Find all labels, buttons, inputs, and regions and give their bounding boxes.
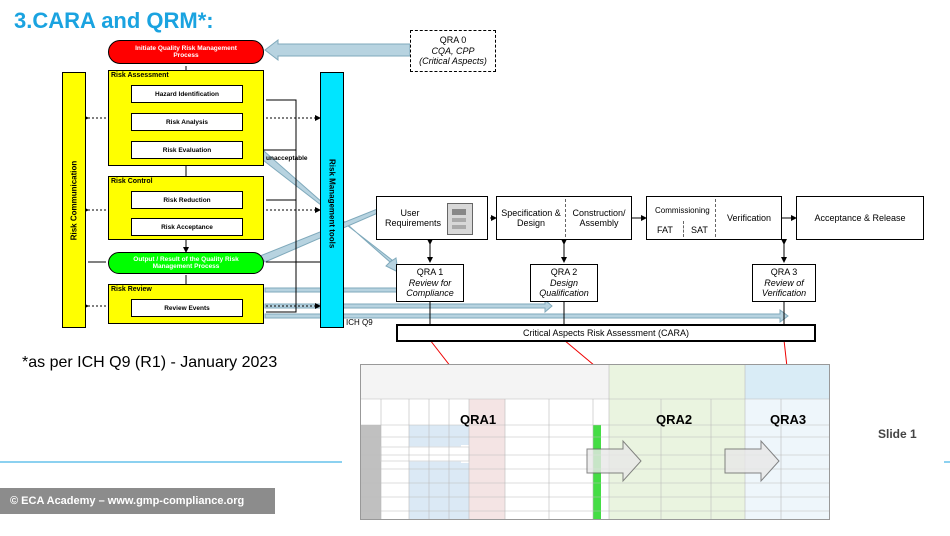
- risk-acceptance-box: Risk Acceptance: [131, 218, 243, 236]
- hazard-identification-box: Hazard Identification: [131, 85, 243, 103]
- risk-communication-label: Risk Communication: [69, 160, 79, 240]
- footer-bar: © ECA Academy – www.gmp-compliance.org: [0, 488, 275, 514]
- comm-divider: [715, 199, 716, 237]
- footer-text: © ECA Academy – www.gmp-compliance.org: [10, 495, 245, 507]
- sat-label: SAT: [691, 225, 708, 235]
- qra1-sub: Review for Compliance: [406, 277, 454, 299]
- qra0-box: QRA 0 CQA, CPP (Critical Aspects): [410, 30, 496, 72]
- risk-reduction-box: Risk Reduction: [131, 191, 243, 209]
- commissioning-label: Commissioning: [655, 206, 710, 215]
- server-icon: [447, 203, 473, 235]
- risk-assessment-header: Risk Assessment: [111, 72, 169, 79]
- spec-divider: [565, 199, 566, 237]
- initiate-label: Initiate Quality Risk Management Process: [135, 45, 237, 59]
- risk-control-header: Risk Control: [111, 178, 153, 185]
- cara-spreadsheet-thumbnail: [360, 364, 830, 520]
- acceptance-release-box: Acceptance & Release: [796, 196, 924, 240]
- output-result-label: Output / Result of the Quality Risk Mana…: [133, 256, 239, 270]
- verification-label: Verification: [726, 212, 772, 223]
- spreadsheet-qra3-label: QRA3: [770, 412, 807, 427]
- footnote: *as per ICH Q9 (R1) - January 2023: [22, 354, 278, 371]
- risk-management-tools-bar: Risk Management tools: [320, 72, 344, 328]
- user-requirements-box: User Requirements: [376, 196, 488, 240]
- risk-evaluation-box: Risk Evaluation: [131, 141, 243, 159]
- risk-assessment-group: Risk Assessment Hazard Identification Ri…: [108, 70, 264, 166]
- qra2-box: QRA 2 Design Qualification: [530, 264, 598, 302]
- qra2-sub: Design Qualification: [539, 277, 589, 299]
- risk-communication-bar: Risk Communication: [62, 72, 86, 328]
- spec-construction-box: Specification & Design Construction/ Ass…: [496, 196, 632, 240]
- qra0-line2: (Critical Aspects): [419, 56, 487, 67]
- fat-label: FAT: [657, 225, 673, 235]
- slide-title: 3.CARA and QRM*:: [14, 8, 214, 33]
- risk-review-group: Risk Review Review Events: [108, 284, 264, 324]
- fat-sat-divider: [683, 221, 684, 237]
- initiate-qrm-box: Initiate Quality Risk Management Process: [108, 40, 264, 64]
- user-requirements-label: User Requirements: [385, 207, 442, 228]
- qra1-title: QRA 1: [416, 267, 444, 278]
- qra1-box: QRA 1 Review for Compliance: [396, 264, 464, 302]
- risk-review-header: Risk Review: [111, 286, 152, 293]
- qra2-title: QRA 2: [550, 267, 578, 278]
- commissioning-verification-box: Commissioning FAT SAT Verification: [646, 196, 782, 240]
- risk-analysis-box: Risk Analysis: [131, 113, 243, 131]
- spreadsheet-qra1-label: QRA1: [460, 412, 497, 427]
- slide-number: Slide 1: [878, 427, 917, 441]
- construction-label: Construction/ Assembly: [572, 207, 626, 228]
- qra0-title: QRA 0: [439, 35, 467, 46]
- cara-bar: Critical Aspects Risk Assessment (CARA): [396, 324, 816, 342]
- risk-management-tools-label: Risk Management tools: [327, 159, 337, 249]
- risk-control-group: Risk Control Risk Reduction Risk Accepta…: [108, 176, 264, 240]
- spec-design-label: Specification & Design: [501, 207, 561, 228]
- qra0-line1: CQA, CPP: [431, 45, 475, 56]
- qra3-box: QRA 3 Review of Verification: [752, 264, 816, 302]
- unacceptable-label: unacceptable: [266, 155, 308, 162]
- qra3-sub: Review of Verification: [761, 277, 807, 299]
- spreadsheet-qra2-label: QRA2: [656, 412, 693, 427]
- review-events-box: Review Events: [131, 299, 243, 317]
- qra3-title: QRA 3: [770, 267, 798, 278]
- output-result-box: Output / Result of the Quality Risk Mana…: [108, 252, 264, 274]
- ich-q9-fragment: ICH Q9: [346, 318, 373, 327]
